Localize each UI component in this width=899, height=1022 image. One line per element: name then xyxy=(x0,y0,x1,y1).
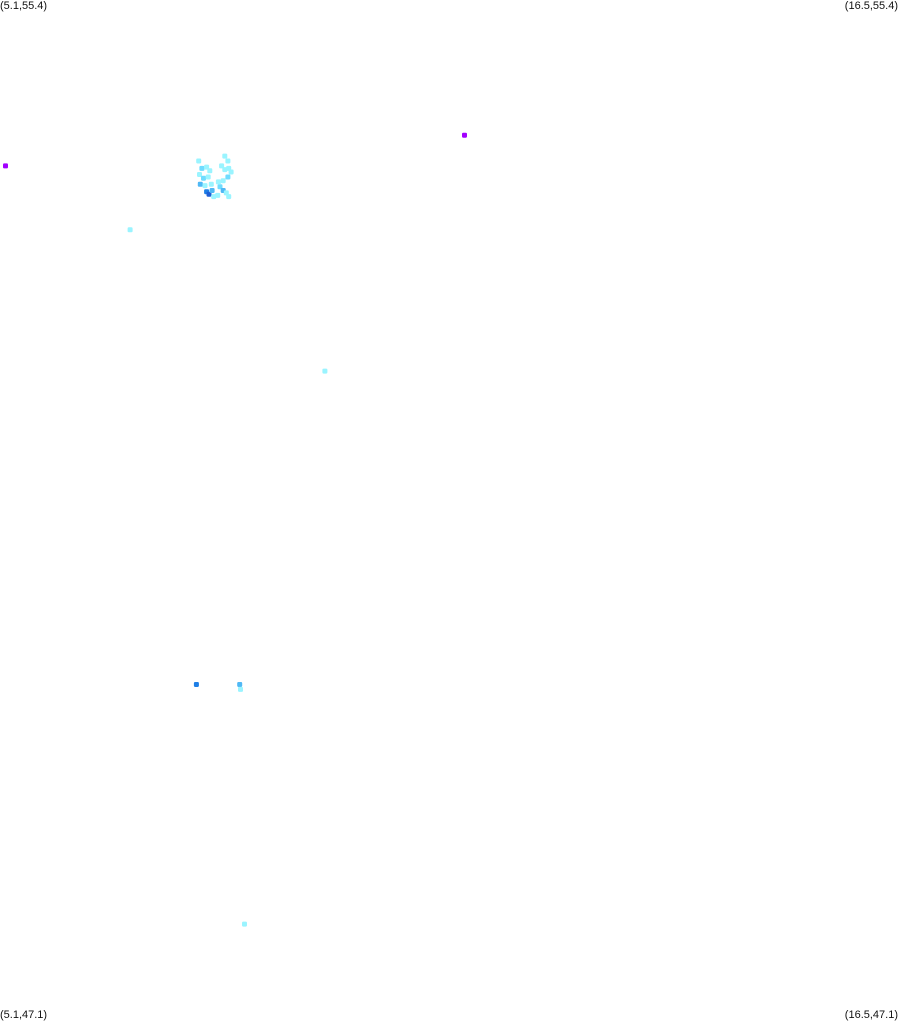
map-point-10 xyxy=(204,164,210,170)
map-point-8 xyxy=(196,158,202,164)
map-point-11 xyxy=(207,168,213,174)
map-point-25 xyxy=(219,163,225,169)
map-point-34 xyxy=(226,194,232,200)
map-point-35 xyxy=(215,179,221,185)
map-point-5 xyxy=(237,682,243,687)
map-point-4 xyxy=(193,682,199,687)
map-point-3 xyxy=(322,368,328,374)
corner-label-top-right: (16.5,55.4) xyxy=(844,0,898,12)
map-point-20 xyxy=(209,188,215,193)
map-point-19 xyxy=(206,191,212,197)
map-point-16 xyxy=(202,183,208,189)
map-point-13 xyxy=(201,175,206,181)
map-point-23 xyxy=(222,153,228,159)
map-point-12 xyxy=(197,172,202,177)
map-point-30 xyxy=(220,178,226,184)
map-point-7 xyxy=(242,921,247,927)
map-point-24 xyxy=(225,158,231,164)
map-point-17 xyxy=(208,181,214,187)
corner-label-bottom-left: (5.1,47.1) xyxy=(0,1009,48,1021)
map-point-29 xyxy=(225,174,231,180)
map-point-6 xyxy=(238,686,243,692)
map-point-26 xyxy=(222,167,228,173)
map-point-21 xyxy=(211,194,217,200)
map-point-1 xyxy=(462,132,467,138)
map-point-0 xyxy=(3,163,8,169)
map-point-9 xyxy=(199,165,205,171)
map-point-31 xyxy=(217,184,223,190)
map-point-14 xyxy=(205,174,211,180)
corner-label-top-left: (5.1,55.4) xyxy=(0,0,48,12)
map-point-2 xyxy=(127,227,133,233)
corner-label-bottom-right: (16.5,47.1) xyxy=(844,1009,898,1021)
map-point-28 xyxy=(228,169,234,175)
map-point-22 xyxy=(215,192,221,198)
map-point-15 xyxy=(197,181,203,187)
